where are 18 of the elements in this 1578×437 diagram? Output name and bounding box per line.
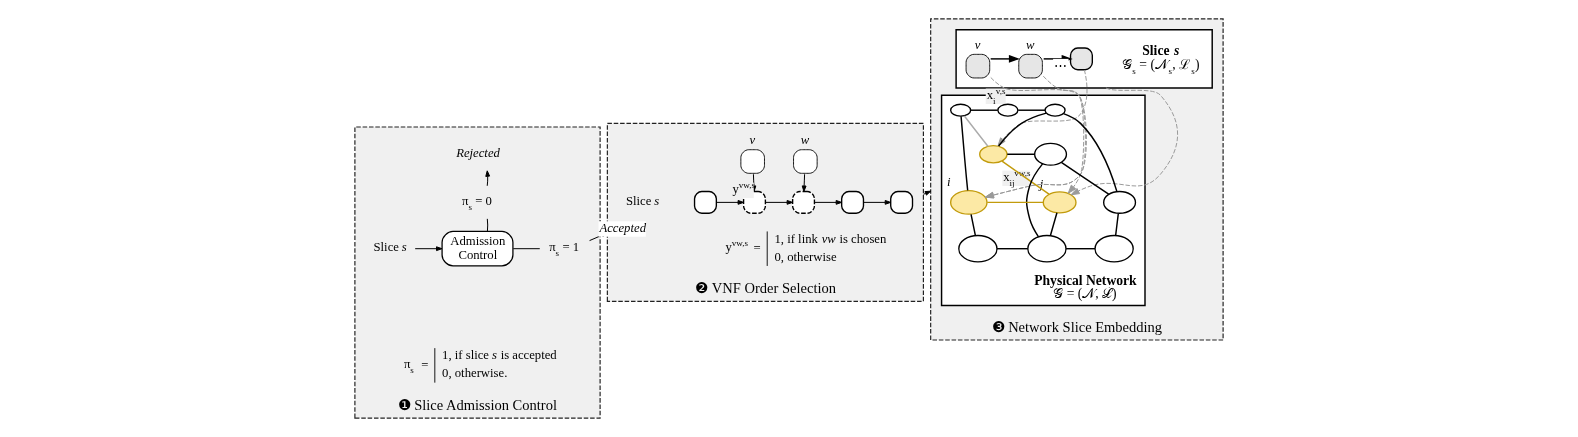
label: 0, otherwise. [442,366,508,381]
node-text: π$_{s}$ = 0 [462,193,492,212]
label: 1, if slice s is accepted [442,348,557,363]
node-text: Rejected [456,145,500,160]
node-label: w [1026,38,1035,53]
label: Slice s [625,193,660,208]
label: 1, if link vw is chosen [774,231,887,246]
node-label: v [749,133,756,148]
node-label: i [947,175,951,190]
label: π$_{s}$ = [403,356,429,375]
node-label: v [974,38,981,53]
node-text: Slice s [373,240,407,255]
label: 0, otherwise [774,249,837,264]
node-label: w [800,133,810,148]
edge-label: Accepted [599,220,646,235]
node-text: π$_{s}$ = 1 [549,240,580,259]
edge-label: ⋯ [1054,59,1068,74]
label: y$^{vw,s}$ = [725,238,761,256]
